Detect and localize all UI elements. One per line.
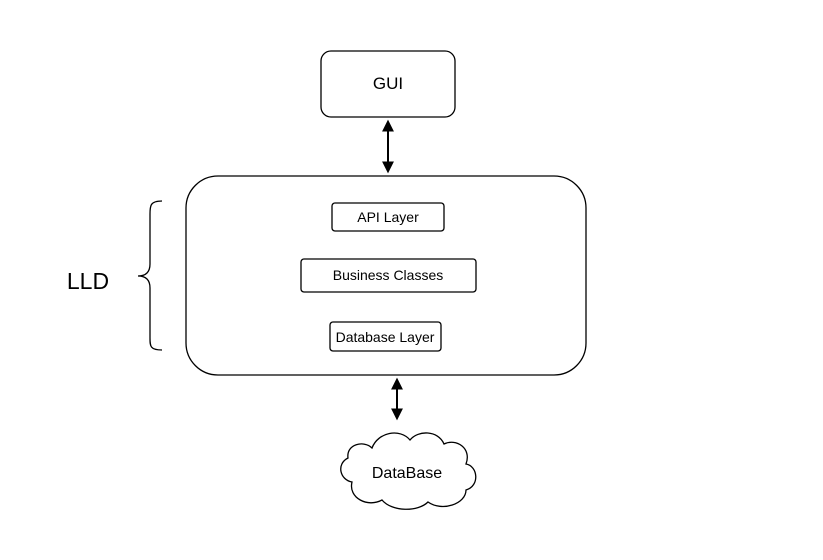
gui-node: GUI [320,50,456,118]
gui-box [320,50,456,118]
database-layer-node: Database Layer [329,321,442,352]
database-cloud-node: DataBase [340,432,477,510]
lld-brace [137,200,163,351]
business-classes-box [300,258,477,293]
api-layer-box [331,202,445,232]
database-label: DataBase [372,465,442,482]
lld-container: API Layer Business Classes Database Laye… [185,175,587,376]
database-layer-label: Database Layer [336,329,435,345]
api-layer-label: API Layer [357,209,419,225]
business-classes-label: Business Classes [333,267,444,283]
cloud-icon [340,432,477,510]
business-classes-node: Business Classes [300,258,477,293]
gui-label: GUI [373,74,403,93]
lld-label: LLD [67,268,109,294]
database-layer-box [329,321,442,352]
api-layer-node: API Layer [331,202,445,232]
